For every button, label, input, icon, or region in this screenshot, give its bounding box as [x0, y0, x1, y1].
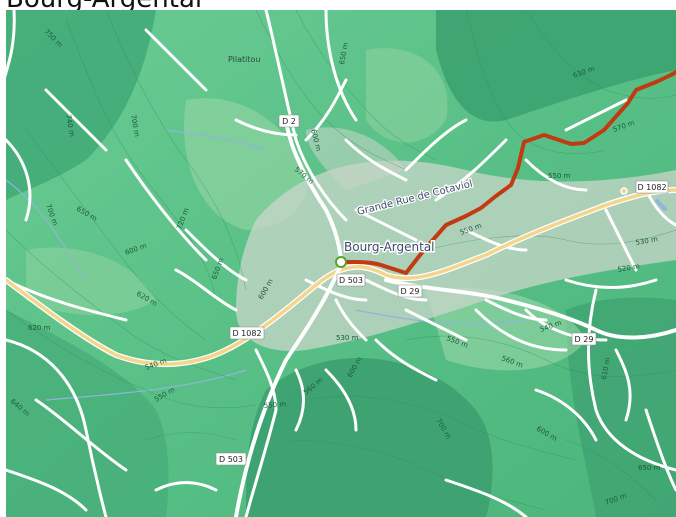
contour-label: 550 m [263, 400, 286, 410]
contour-label: 530 m [336, 334, 359, 342]
contour-label: 650 m [338, 42, 350, 66]
contour-label: 610 m [600, 357, 612, 381]
meadow-1 [184, 98, 308, 230]
stream-3 [45, 369, 247, 401]
contour-label: 650 m [638, 464, 661, 472]
route-line[interactable] [339, 70, 676, 275]
road-shield-d2: D 2 [278, 114, 300, 128]
contour-label: 620 m [28, 324, 51, 332]
road-shield-d1082-west: D 1082 [229, 326, 265, 340]
road-shield-d503-south: D 503 [215, 452, 247, 466]
road-d1082[interactable] [6, 188, 676, 366]
contour-label: 550 m [548, 172, 571, 180]
svg-text:D 2: D 2 [282, 117, 296, 126]
contour-label: 740 m [64, 114, 76, 138]
hillshade-south [246, 357, 493, 517]
svg-text:D 29: D 29 [401, 287, 420, 296]
route-start-marker[interactable] [335, 256, 347, 268]
road-d503[interactable] [234, 263, 343, 517]
hamlet-label: Pilatitou [228, 55, 260, 64]
urban-north [306, 127, 406, 190]
meadow-4 [26, 247, 156, 315]
topo-map[interactable]: D 2 D 1082 D 1082 D 503 D 503 D 29 D 29 … [6, 10, 676, 517]
contour-label: 700 m [129, 114, 141, 138]
contour-lines [6, 10, 676, 511]
road-shield-d29-east: D 29 [571, 332, 597, 346]
roundabout-marker [620, 187, 628, 195]
map-viewport[interactable]: D 2 D 1082 D 1082 D 503 D 503 D 29 D 29 … [6, 10, 676, 517]
road-d29[interactable] [384, 278, 676, 340]
svg-text:D 503: D 503 [339, 276, 363, 285]
road-shield-d29-center: D 29 [397, 284, 423, 298]
hillshade-nw [6, 10, 156, 200]
road-shield-d1082-east: D 1082 [635, 180, 669, 194]
contour-label: 520 m [617, 262, 641, 274]
road-d2[interactable] [284, 120, 343, 267]
road-shield-d503-north: D 503 [336, 273, 366, 287]
stream-1 [6, 179, 87, 281]
stream-2 [165, 129, 267, 151]
minor-roads [6, 10, 676, 517]
page-title: Bourg-Argental [6, 0, 202, 12]
svg-text:D 1082: D 1082 [637, 183, 666, 192]
contour-label: 530 m [635, 235, 659, 247]
svg-text:D 29: D 29 [575, 335, 594, 344]
urban-area [236, 160, 676, 351]
town-label: Bourg-Argental [344, 240, 435, 254]
river [355, 309, 527, 325]
svg-text:D 503: D 503 [219, 455, 243, 464]
hillshade-ne [436, 10, 676, 122]
meadow-2 [366, 48, 448, 143]
pond [654, 198, 668, 212]
svg-text:D 1082: D 1082 [232, 329, 261, 338]
